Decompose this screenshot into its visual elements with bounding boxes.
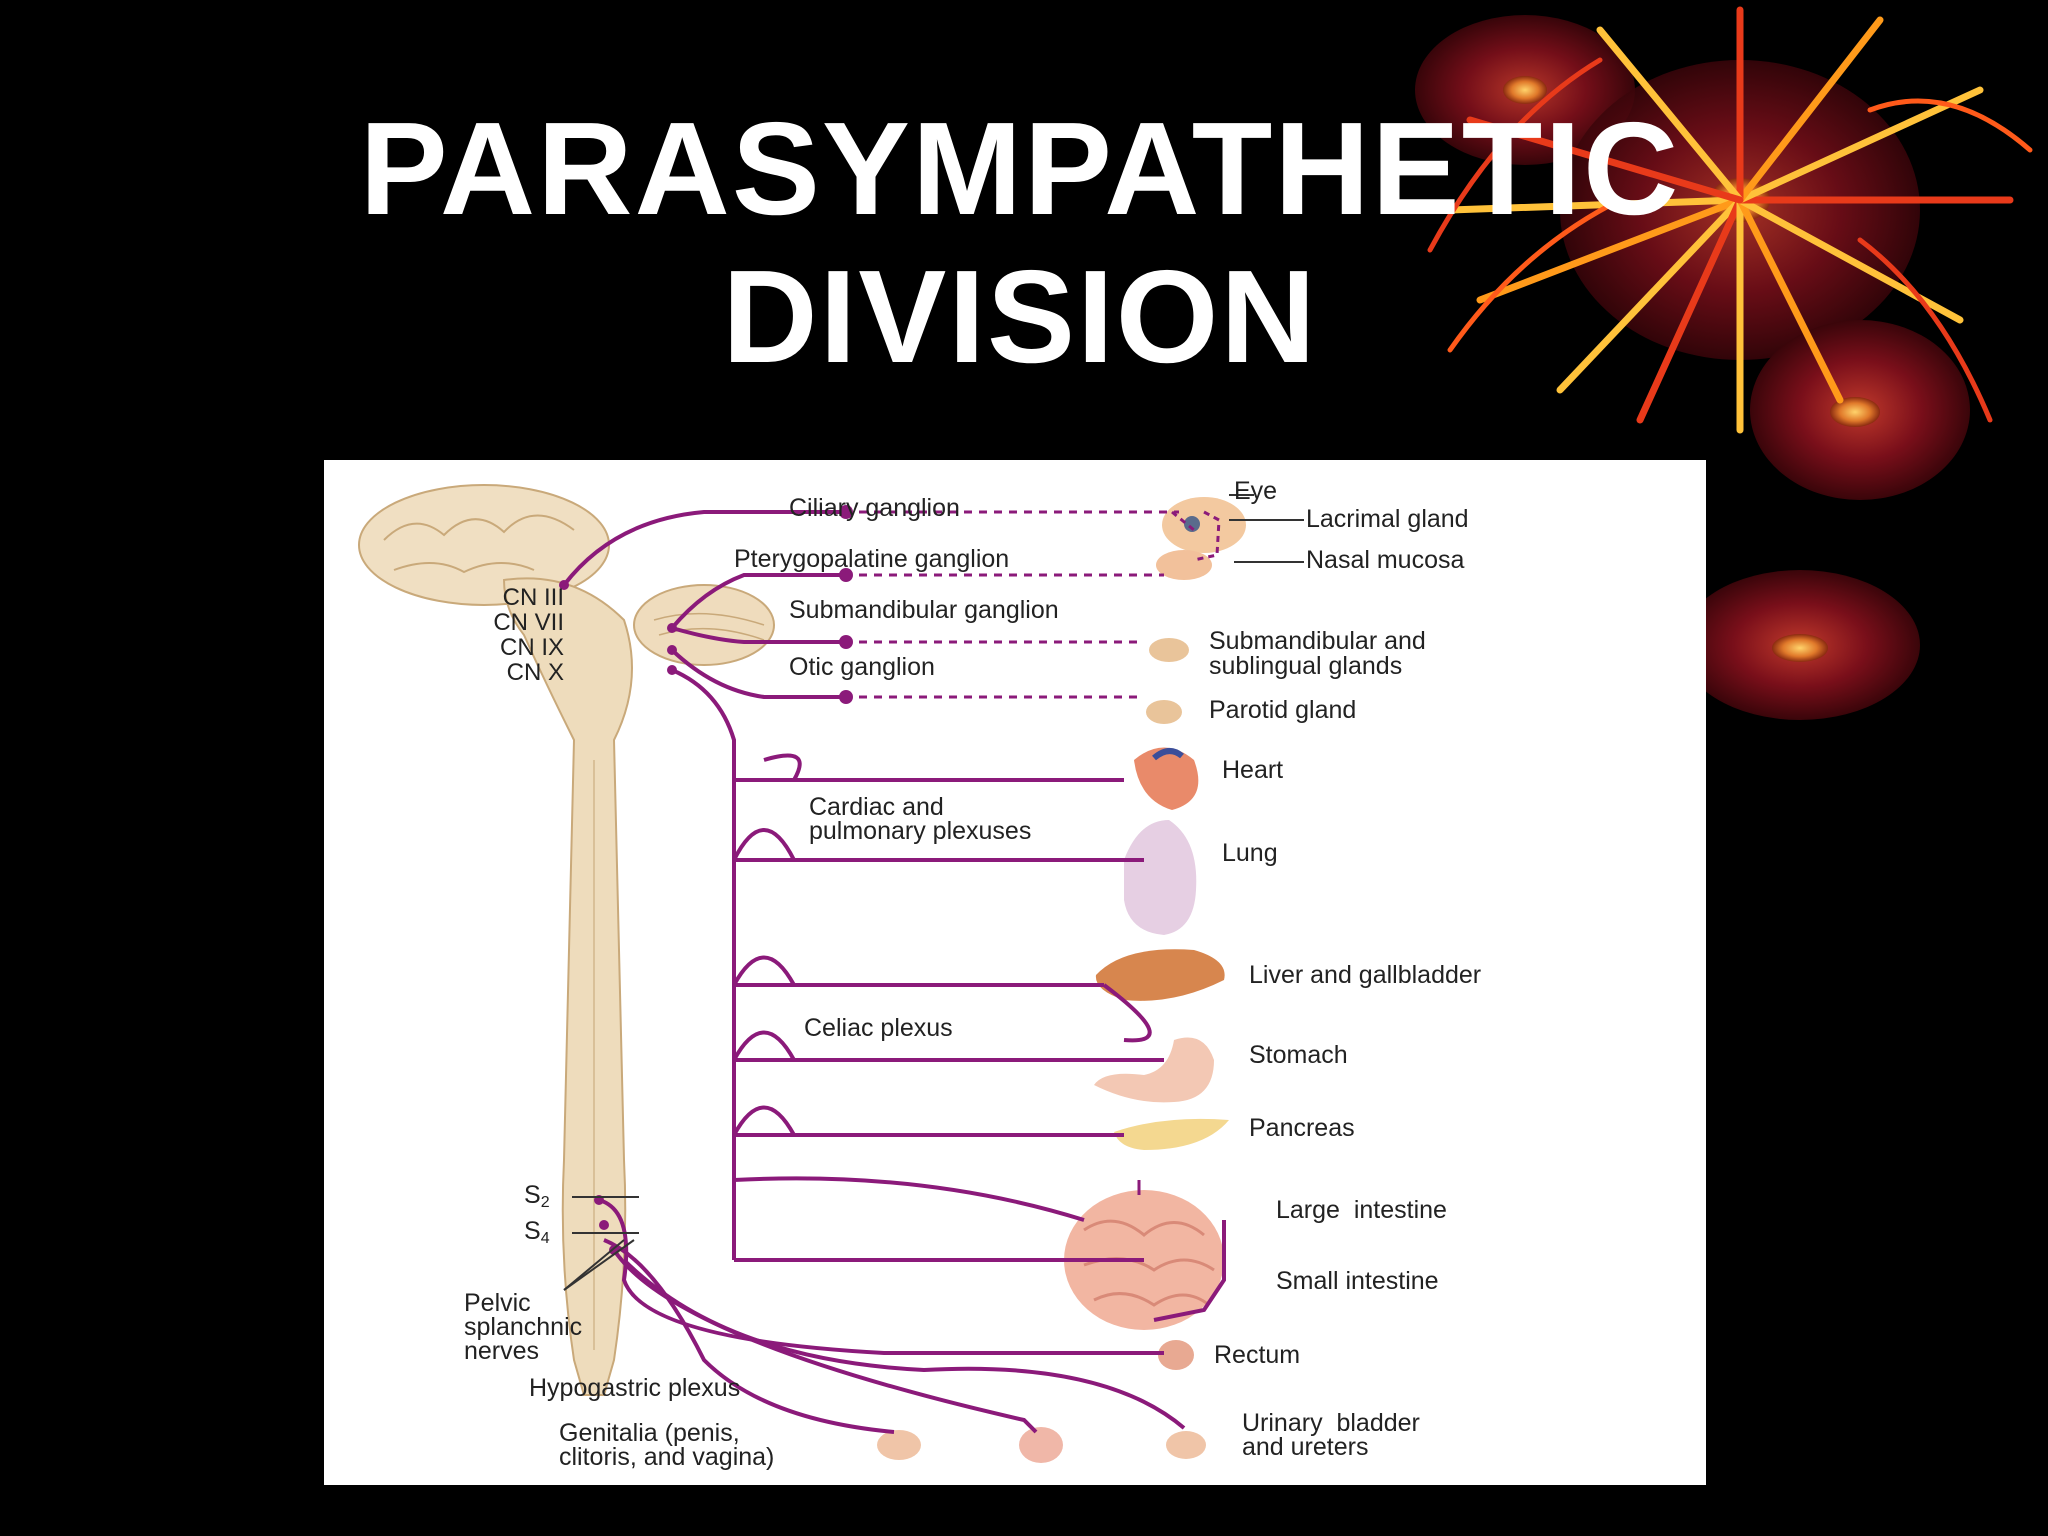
slide-title-line1: PARASYMPATHETIC (359, 95, 1681, 242)
label-ciliary-ganglion: Ciliary ganglion (789, 494, 960, 522)
label-submandibular-line2: sublingual glands (1209, 652, 1403, 680)
ganglion-dots (559, 505, 853, 1255)
parasympathetic-diagram: CN III CN VII CN IX CN X Ciliary ganglio… (324, 460, 1706, 1485)
label-pelvic-line1: Pelvic (464, 1289, 531, 1317)
label-submandibular-ganglion: Submandibular ganglion (789, 596, 1059, 624)
label-celiac-plexus: Celiac plexus (804, 1014, 953, 1042)
eye-illustration (1162, 497, 1246, 553)
heart-illustration (1134, 747, 1199, 810)
brain-and-spinal-cord (358, 484, 775, 1396)
genitalia-female-illustration (1019, 1427, 1063, 1463)
nasal-illustration (1156, 550, 1212, 580)
lung-illustration (1124, 820, 1197, 935)
nerve-cn7-submandibular (671, 626, 844, 644)
nerve-genitalia-male (603, 1238, 895, 1434)
label-heart: Heart (1222, 756, 1284, 784)
label-bladder-line1: Urinary bladder (1242, 1409, 1420, 1437)
nerve-large-intestine (1153, 1220, 1226, 1322)
pancreas-illustration (1114, 1118, 1229, 1150)
slide-title: PARASYMPATHETIC DIVISION (300, 95, 1740, 391)
pterygopalatine-ganglion-dot (839, 568, 853, 582)
otic-ganglion-dot (839, 690, 853, 704)
spinal-cord (502, 577, 633, 1396)
label-liver: Liver and gallbladder (1249, 961, 1482, 989)
submandibular-illustration (1149, 638, 1189, 662)
label-large-intestine: Large intestine (1276, 1196, 1447, 1224)
nerve-pathways (562, 510, 1226, 1434)
ciliary-ganglion-dot (839, 505, 853, 519)
label-bladder-line2: and ureters (1242, 1433, 1369, 1461)
nerve-genitalia-female (612, 1248, 1038, 1434)
label-submandibular-line1: Submandibular and (1209, 627, 1426, 655)
label-lacrimal-gland: Lacrimal gland (1306, 505, 1469, 533)
nerve-vagus-trunk (671, 668, 736, 1260)
label-lung: Lung (1222, 839, 1278, 867)
nerve-pancreas (732, 1105, 1124, 1137)
cerebellum (633, 584, 775, 666)
parotid-illustration (1146, 700, 1182, 724)
label-cn3: CN III (502, 584, 564, 611)
label-stomach: Stomach (1249, 1041, 1348, 1069)
slide-title-line2: DIVISION (722, 243, 1318, 390)
diagram-drawing (358, 484, 1304, 1463)
nerve-cn9-otic (670, 648, 844, 699)
nerve-liver (732, 955, 1152, 1043)
label-rectum: Rectum (1214, 1341, 1301, 1369)
nerve-bladder (622, 1258, 1186, 1430)
label-otic-ganglion: Otic ganglion (789, 653, 935, 681)
label-s2: S2 (524, 1181, 550, 1212)
label-s4: S4 (524, 1217, 550, 1248)
label-cn9: CN IX (499, 634, 564, 661)
nerve-stomach (732, 1030, 1164, 1062)
label-pelvic-line3: nerves (464, 1337, 540, 1365)
nerve-cn3-ciliary (562, 510, 844, 587)
label-nasal-mucosa: Nasal mucosa (1306, 546, 1465, 574)
nerve-pulmonary (732, 828, 1144, 862)
genitalia-male-illustration (877, 1430, 921, 1460)
label-small-intestine: Small intestine (1276, 1267, 1439, 1295)
label-pancreas: Pancreas (1249, 1114, 1355, 1142)
bladder-illustration (1166, 1431, 1206, 1459)
label-cardiac-line1: Cardiac and (809, 793, 944, 821)
nerve-cn7-pterygopalatine (670, 573, 844, 630)
stomach-illustration (1094, 1037, 1214, 1103)
nerve-pelvic-rectum (598, 1198, 1164, 1355)
label-cn10: CN X (506, 659, 564, 686)
label-hypogastric-plexus: Hypogastric plexus (529, 1374, 741, 1402)
label-pelvic-line2: splanchnic (464, 1313, 583, 1341)
nerve-cardiac (733, 753, 1124, 782)
label-pterygopalatine-ganglion: Pterygopalatine ganglion (734, 545, 1010, 573)
nerve-intestine (733, 1176, 1144, 1262)
label-genitalia-line1: Genitalia (penis, (559, 1419, 740, 1447)
liver-illustration (1095, 949, 1225, 1001)
label-eye: Eye (1234, 477, 1278, 505)
label-parotid-gland: Parotid gland (1209, 696, 1357, 724)
rectum-illustration (1158, 1340, 1194, 1370)
submandibular-ganglion-dot (839, 635, 853, 649)
label-cn7: CN VII (493, 609, 564, 636)
label-cardiac-line2: pulmonary plexuses (809, 817, 1032, 845)
label-leader-lines (563, 494, 1304, 1291)
label-genitalia-line2: clitoris, and vagina) (559, 1443, 775, 1471)
